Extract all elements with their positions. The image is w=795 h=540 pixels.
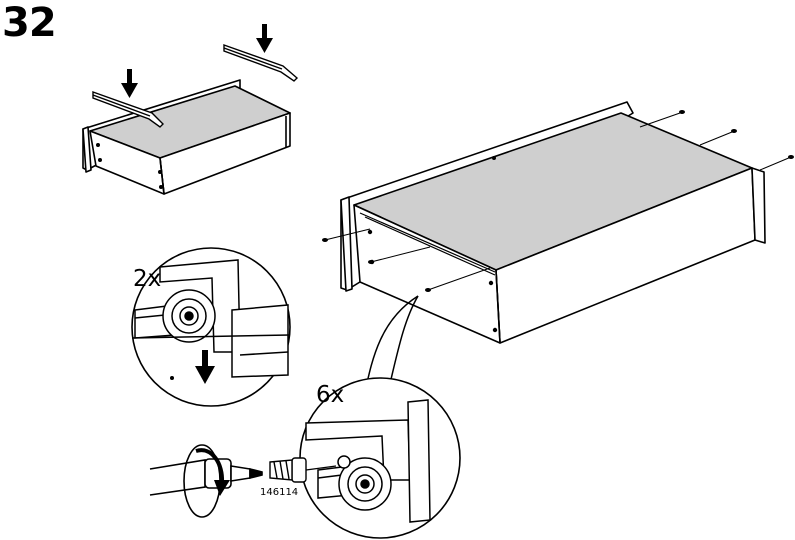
down-arrow-icon <box>195 350 215 384</box>
screw-leaders <box>324 112 792 291</box>
rotate-clockwise-icon <box>183 444 230 518</box>
small-drawer <box>82 79 291 195</box>
step-number: 32 <box>2 0 57 46</box>
large-drawer <box>340 101 766 344</box>
screw-icon <box>269 457 337 483</box>
detail-quantity-label: 6x <box>316 382 344 408</box>
screw-icon <box>322 110 794 292</box>
part-number-label: 146114 <box>260 487 298 498</box>
detail-circle-bottom: 6x <box>299 377 461 539</box>
detail-circle-top: 2x <box>131 247 291 407</box>
detail-quantity-label: 2x <box>133 266 161 292</box>
down-arrow-icon <box>256 24 273 53</box>
down-arrow-icon <box>121 69 138 98</box>
drawer-runner-right <box>223 44 299 82</box>
drawer-runner-left <box>92 91 164 128</box>
screwdriver-icon <box>149 458 263 496</box>
